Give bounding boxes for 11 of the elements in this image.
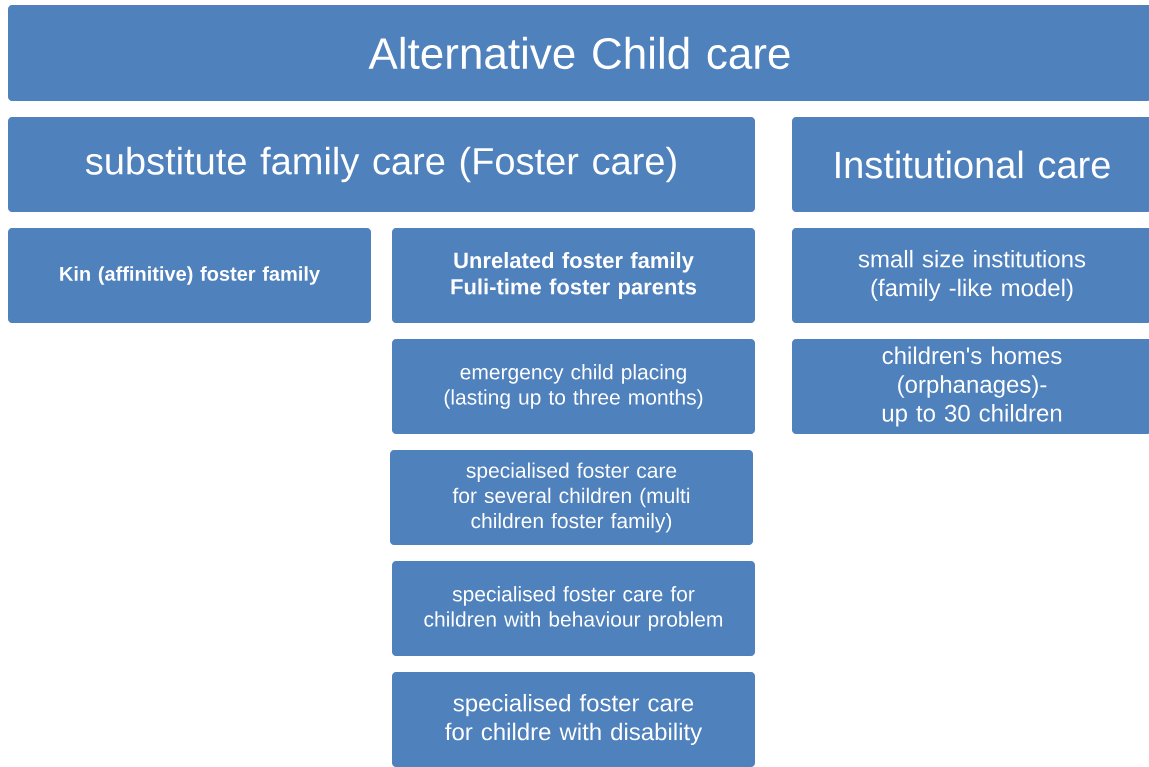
- category-box: Unrelated foster family Fuli-time foster parents: [392, 228, 755, 323]
- category-box: specialised foster care for children with behaviour problem: [392, 561, 755, 656]
- category-box: Institutional care: [792, 117, 1149, 212]
- category-box: emergency child placing (lasting up to three months): [392, 339, 755, 434]
- category-box: substitute family care (Foster care): [8, 117, 755, 212]
- category-box: Alternative Child care: [8, 5, 1149, 101]
- category-box: small size institutions (family -like model): [792, 228, 1149, 323]
- category-box: Kin (affinitive) foster family: [8, 228, 371, 323]
- category-box: specialised foster care for several children (multi children foster family): [390, 450, 753, 545]
- category-box: specialised foster care for childre with disability: [392, 672, 755, 767]
- category-box: children's homes (orphanages)- up to 30 children: [792, 339, 1149, 434]
